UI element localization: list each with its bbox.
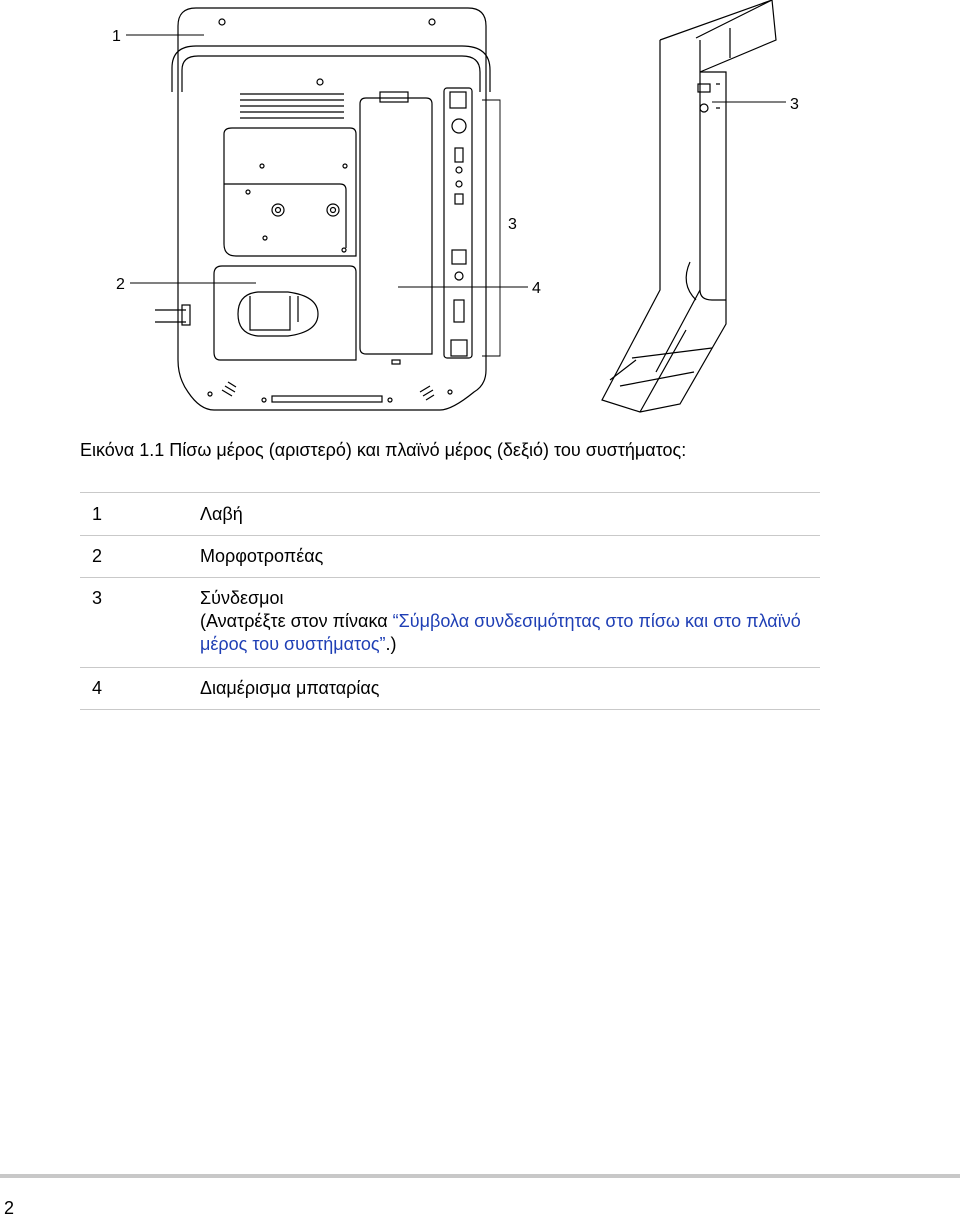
footer-rule <box>0 1174 960 1178</box>
legend-note: (Ανατρέξτε στον πίνακα “Σύμβολα συνδεσιμ… <box>200 610 820 656</box>
legend-note-prefix: (Ανατρέξτε στον πίνακα <box>200 611 393 631</box>
callout-3: 3 <box>508 216 517 233</box>
transducer-bay <box>213 265 357 361</box>
back-view <box>155 7 491 411</box>
legend-number: 2 <box>92 546 103 566</box>
page-number: 2 <box>4 1198 15 1218</box>
callout-4: 4 <box>532 280 541 297</box>
side-view <box>601 0 777 413</box>
cable-stub <box>155 309 186 323</box>
transducer-holder <box>237 291 319 337</box>
legend-row: 3 Σύνδεσμοι (Ανατρέξτε στον πίνακα “Σύμβ… <box>80 577 820 667</box>
figure-caption: Εικόνα 1.1 Πίσω μέρος (αριστερό) και πλα… <box>80 440 687 460</box>
legend-number: 3 <box>92 588 103 608</box>
callout-3-side: 3 <box>790 96 799 113</box>
connectivity-symbols-link[interactable]: “Σύμβολα συνδεσιμότητας στο πίσω και στο… <box>200 611 801 654</box>
callout-2: 2 <box>116 276 125 293</box>
legend-row: 2 Μορφοτροπέας <box>80 535 820 577</box>
system-illustration: 1 2 3 4 3 <box>112 0 799 413</box>
side-body <box>601 40 727 413</box>
legend-note-suffix: .) <box>385 634 397 654</box>
legend-number: 1 <box>92 504 103 524</box>
side-top-panel <box>659 0 777 73</box>
mount-plate <box>223 127 357 257</box>
legend-text: Μορφοτροπέας <box>200 546 324 566</box>
legend-text: Διαμέρισμα μπαταρίας <box>200 678 380 698</box>
legend-number: 4 <box>92 678 103 698</box>
bottom-slot <box>271 395 383 403</box>
legend-table: 1 Λαβή 2 Μορφοτροπέας 3 Σύνδεσμοι (Ανατρ… <box>80 492 820 710</box>
legend-row: 1 Λαβή <box>80 492 820 535</box>
battery-door <box>359 97 433 355</box>
connector-panel <box>443 87 473 359</box>
callout-1: 1 <box>112 28 121 45</box>
legend-text-block: Σύνδεσμοι (Ανατρέξτε στον πίνακα “Σύμβολ… <box>200 587 820 656</box>
legend-row: 4 Διαμέρισμα μπαταρίας <box>80 667 820 710</box>
bracket-3 <box>482 99 501 357</box>
system-body-outline <box>177 7 487 411</box>
legend-text: Λαβή <box>200 504 243 524</box>
system-figure: 1 2 3 4 3 <box>0 0 960 420</box>
handle <box>171 45 491 92</box>
legend-text: Σύνδεσμοι <box>200 588 284 608</box>
vent-lines <box>240 93 344 119</box>
